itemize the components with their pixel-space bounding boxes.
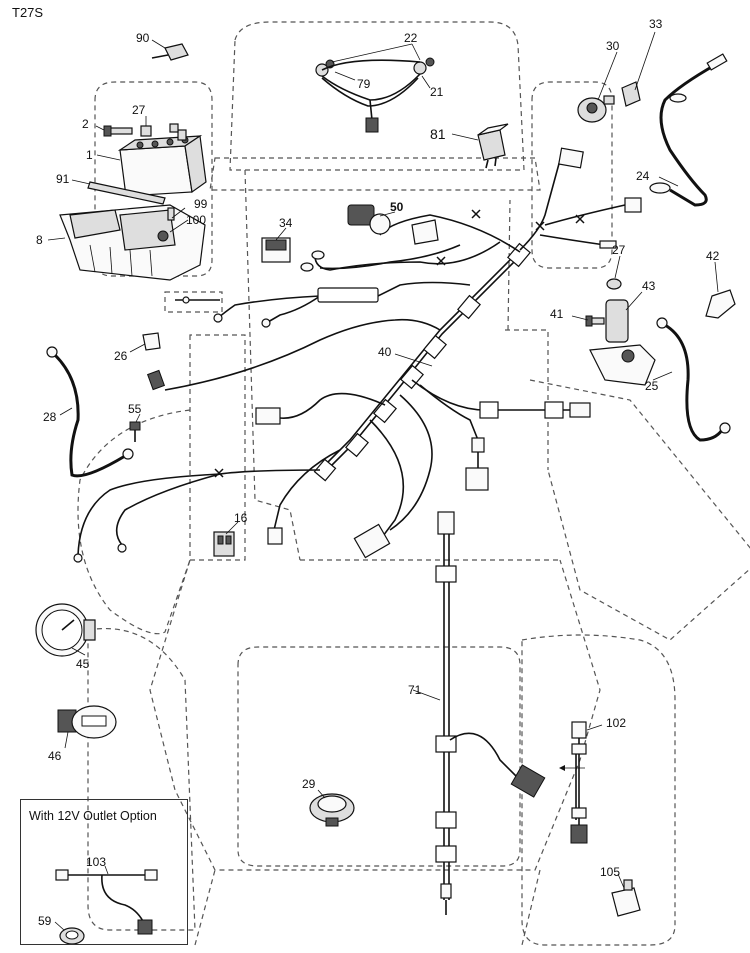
callout-34: 34 [279, 216, 293, 230]
callout-labels: 90 2 27 1 91 8 99 100 22 79 21 81 30 33 … [36, 17, 720, 928]
part-25-cable [656, 317, 731, 442]
callout-29: 29 [302, 777, 316, 791]
part-42-boot [705, 289, 736, 319]
callout-43: 43 [642, 279, 656, 293]
callout-28: 28 [43, 410, 57, 424]
callout-45: 45 [76, 657, 90, 671]
callout-81: 81 [430, 126, 446, 142]
part-34-switch [261, 237, 291, 263]
callout-42: 42 [706, 249, 720, 263]
part-2-bolt [103, 125, 133, 137]
callout-59: 59 [38, 914, 52, 928]
callout-1: 1 [86, 148, 93, 162]
callout-91: 91 [56, 172, 70, 186]
callout-40: 40 [378, 345, 392, 359]
callout-26: 26 [114, 349, 128, 363]
option-box: With 12V Outlet Option [20, 799, 188, 945]
callout-22: 22 [404, 31, 418, 45]
part-91-strap [87, 181, 166, 205]
callout-105: 105 [600, 865, 620, 879]
part-102-harness [559, 721, 588, 844]
part-28-cable [46, 346, 134, 478]
part-41-bolt [585, 315, 605, 327]
main-harness [73, 147, 642, 563]
callout-27-battery: 27 [132, 103, 146, 117]
callout-103: 103 [86, 855, 106, 869]
callout-21: 21 [430, 85, 444, 99]
part-30-key-switch [577, 95, 615, 123]
callout-30: 30 [606, 39, 620, 53]
callout-27-solenoid: 27 [612, 243, 626, 257]
part-33-plug [621, 81, 641, 107]
part-50-pto-switch [347, 204, 439, 245]
callout-16: 16 [234, 511, 248, 525]
part-55-screw [129, 421, 141, 442]
part-103-harness [55, 869, 158, 935]
tractor-outline [77, 21, 750, 946]
part-1-battery [117, 129, 207, 197]
callout-55: 55 [128, 402, 142, 416]
callout-2: 2 [82, 117, 89, 131]
part-43-solenoid [589, 299, 656, 386]
option-box-title: With 12V Outlet Option [29, 809, 157, 823]
callout-90: 90 [136, 31, 150, 45]
part-46-hour-meter [57, 705, 117, 739]
part-16-connector [213, 531, 235, 557]
callout-102: 102 [606, 716, 626, 730]
rear-harness [435, 511, 546, 915]
part-45-gauge [35, 603, 96, 657]
part-26-fuse [142, 332, 161, 351]
callout-46: 46 [48, 749, 62, 763]
part-59-outlet [59, 927, 85, 945]
part-105-switch [611, 879, 641, 917]
callout-24: 24 [636, 169, 650, 183]
callout-79: 79 [357, 77, 371, 91]
callout-25: 25 [645, 379, 659, 393]
callout-33: 33 [649, 17, 663, 31]
callout-50: 50 [390, 200, 404, 214]
part-27-nut-solenoid [606, 278, 622, 290]
callout-71: 71 [408, 683, 422, 697]
callout-41: 41 [550, 307, 564, 321]
callout-8: 8 [36, 233, 43, 247]
part-27-nut-battery [140, 123, 179, 137]
part-81-relay [477, 123, 509, 169]
part-24-cable [649, 53, 728, 207]
part-90 [151, 43, 189, 61]
part-8-tray [59, 204, 206, 281]
part-headlight-harness [315, 57, 435, 133]
leader-lines [47, 31, 719, 931]
callout-99: 99 [194, 197, 208, 211]
page-code: T27S [12, 5, 44, 20]
callout-100: 100 [186, 213, 206, 227]
part-29-grommet [309, 793, 355, 827]
